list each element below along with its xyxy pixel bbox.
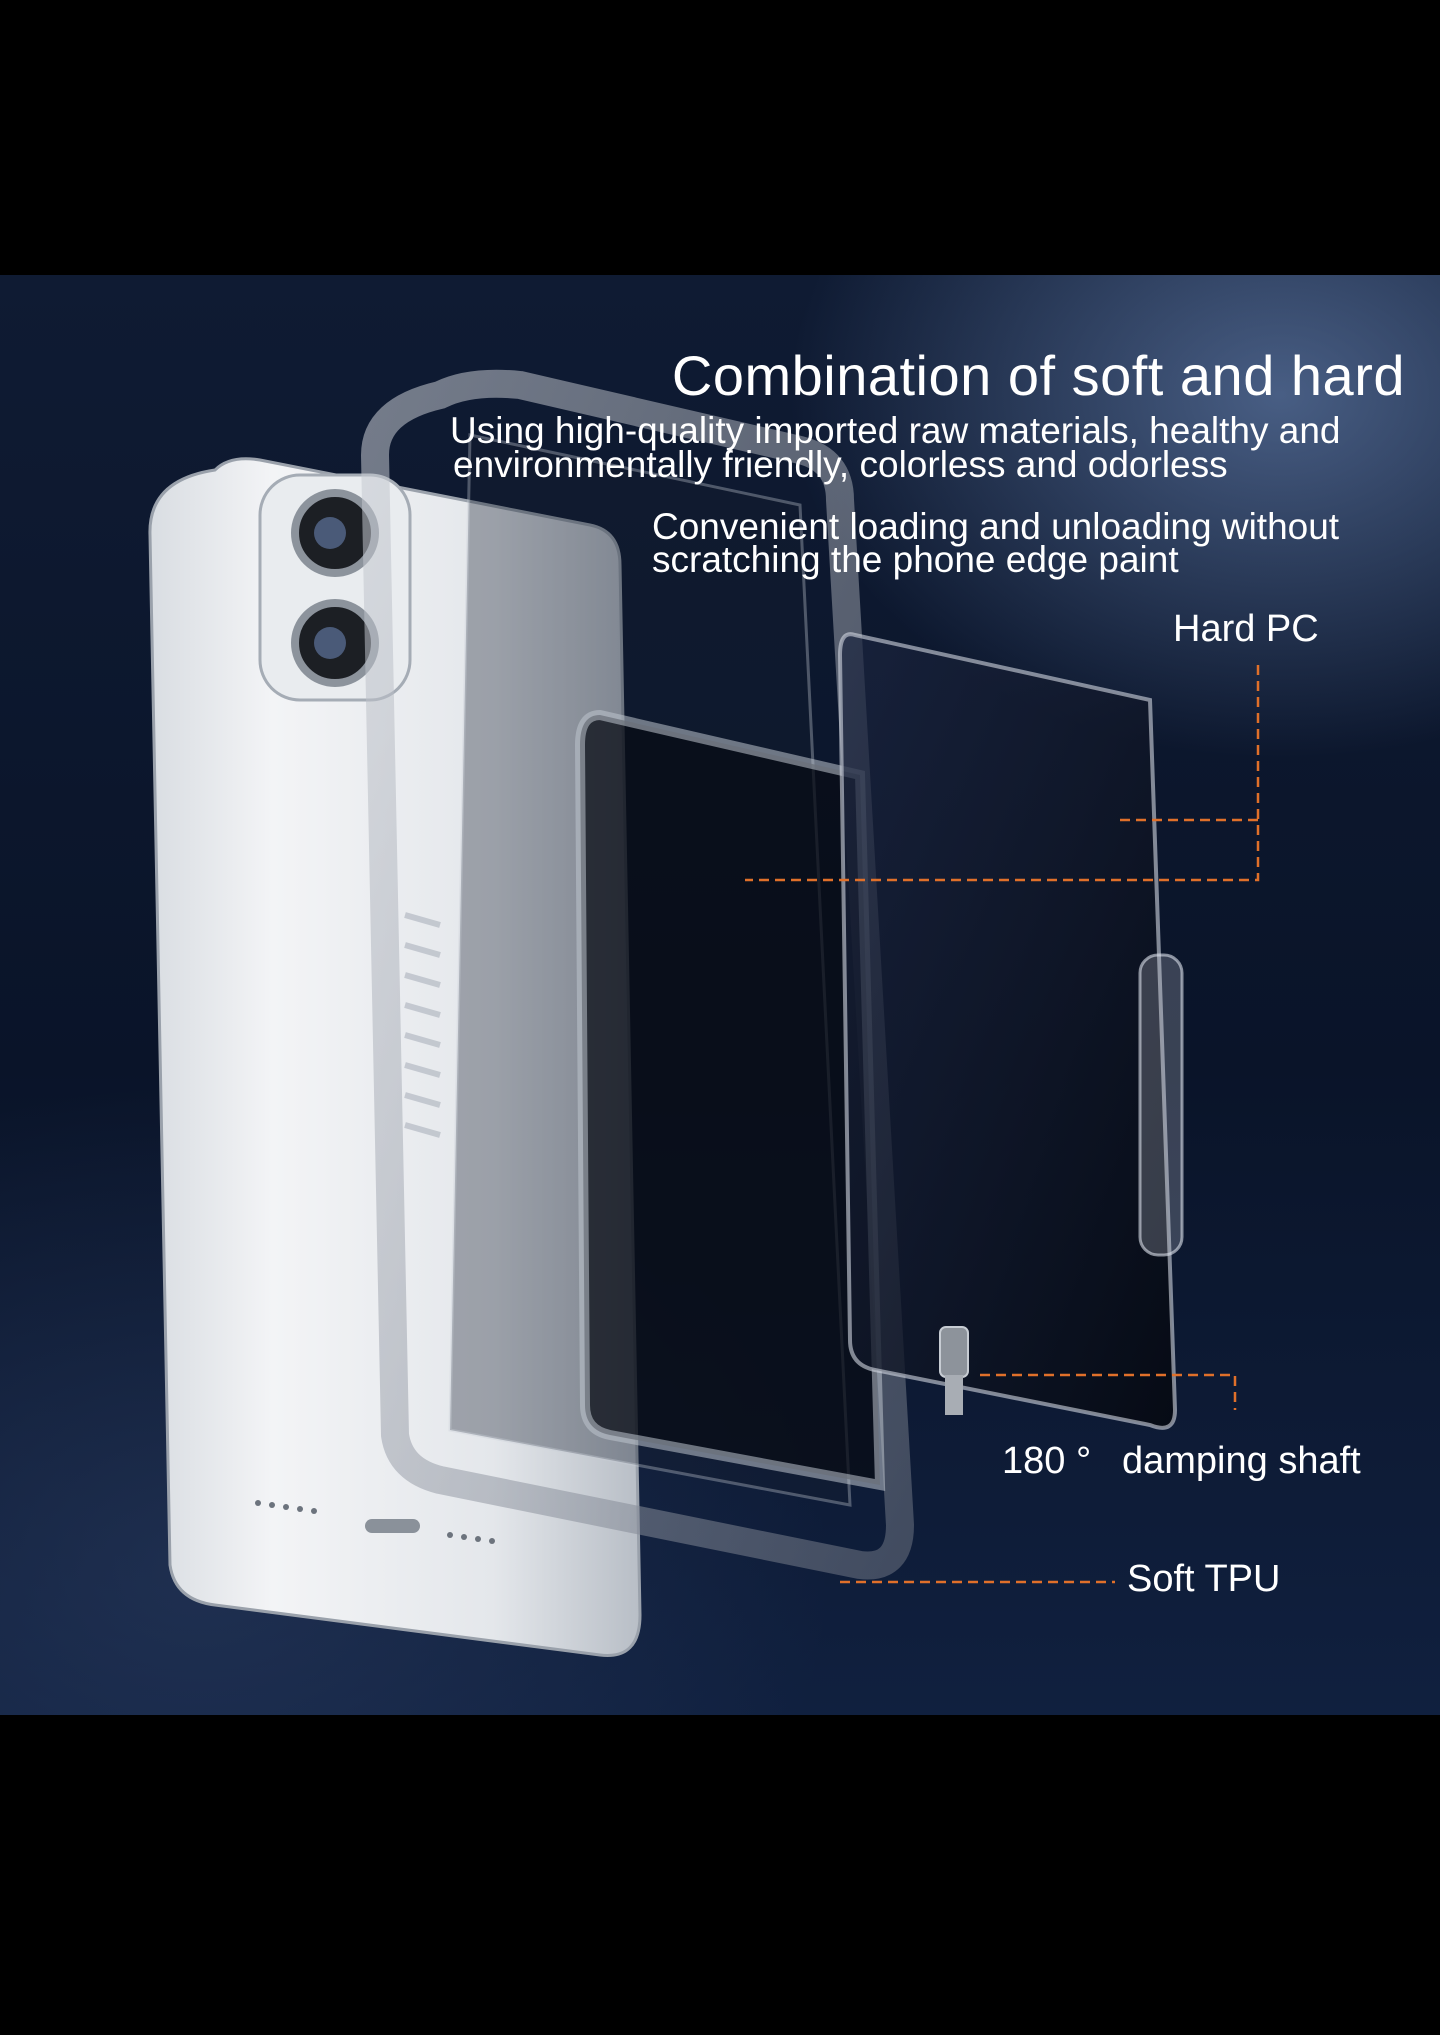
callout-soft-tpu: Soft TPU — [1127, 1558, 1281, 1600]
callout-hard-pc: Hard PC — [1173, 608, 1319, 650]
product-image-panel: Combination of soft and hard Using high-… — [0, 275, 1440, 1715]
headline-line-3: Convenient loading and unloading without — [652, 506, 1340, 547]
headline-title: Combination of soft and hard — [671, 344, 1405, 407]
callout-leader-lines — [745, 665, 1260, 1584]
callout-damping-shaft: damping shaft — [1122, 1440, 1361, 1482]
headline-line-2: environmentally friendly, colorless and … — [453, 444, 1228, 485]
hard-pc-plate — [837, 632, 1184, 1430]
callout-180-degree: 180 ° — [1002, 1440, 1092, 1482]
exploded-phone-case-illustration — [148, 369, 1260, 1657]
headline-line-4: scratching the phone edge paint — [652, 539, 1179, 580]
headline-line-1: Using high-quality imported raw material… — [450, 410, 1341, 451]
kickstand-bracket — [574, 709, 886, 1492]
hinge-rail — [1138, 953, 1184, 1257]
damping-shaft — [939, 1326, 969, 1415]
